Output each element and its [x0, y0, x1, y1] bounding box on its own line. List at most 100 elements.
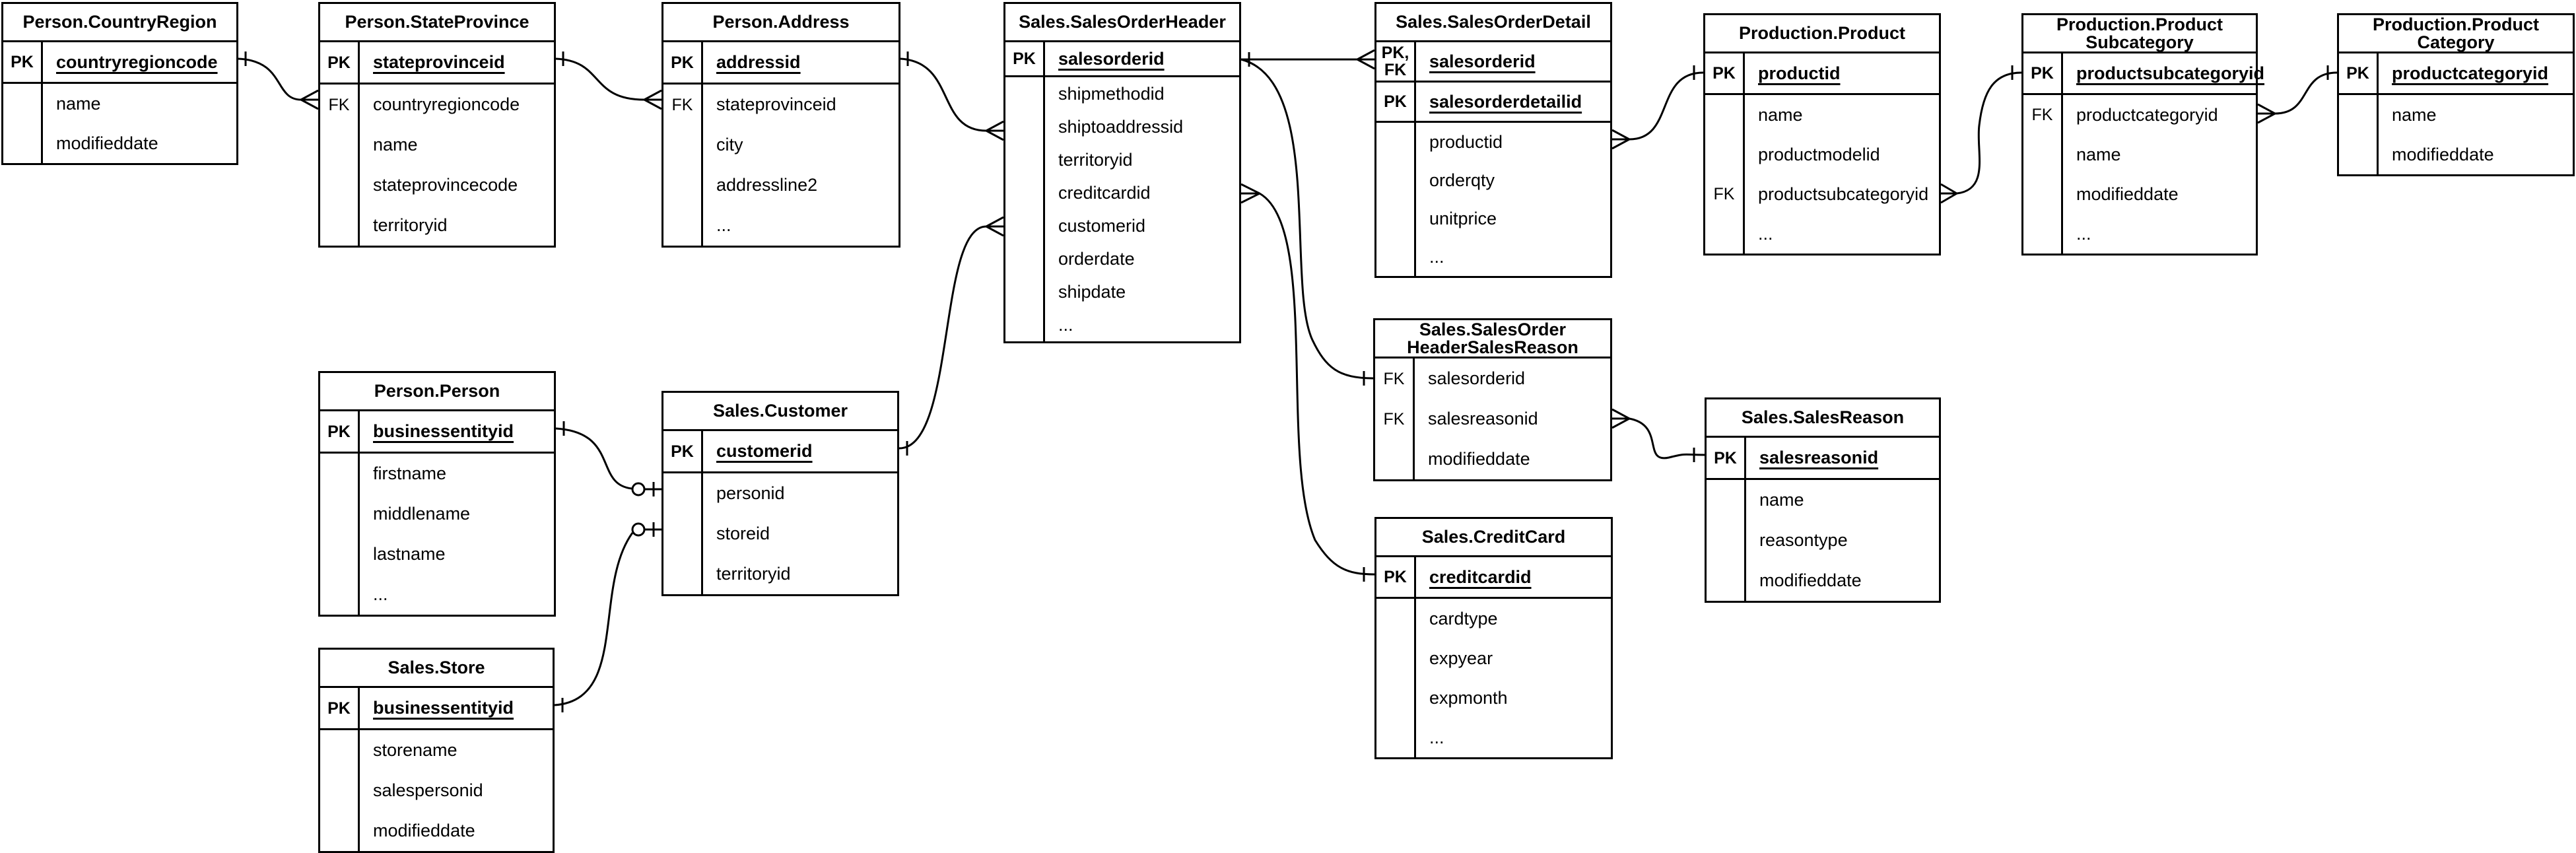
key-label: [1005, 176, 1045, 209]
table-section: PK creditcardid: [1376, 557, 1611, 597]
key-label: [1705, 214, 1745, 254]
key-label: PK: [1707, 438, 1746, 478]
key-label: FK: [320, 85, 360, 125]
field-row: modifieddate: [2023, 174, 2256, 214]
field-name: modifieddate: [2392, 144, 2494, 164]
field-row: ...: [1005, 308, 1239, 341]
key-label: [663, 165, 703, 205]
field-name: lastname: [373, 544, 446, 564]
field-name: reasontype: [1759, 530, 1848, 550]
rel-product-productsubcategory: [1940, 65, 2022, 204]
table-title: Person.Person: [320, 373, 554, 411]
field-name: territoryid: [1058, 149, 1133, 170]
field-name: modifieddate: [2076, 184, 2179, 204]
key-label: [2023, 174, 2063, 214]
field-name: modifieddate: [373, 821, 475, 840]
key-label: [320, 494, 360, 534]
field-name: salesreasonid: [1428, 409, 1538, 428]
field-name: territoryid: [373, 215, 448, 235]
field-row: territoryid: [1005, 143, 1239, 176]
key-label: [1005, 110, 1045, 143]
key-label: [320, 205, 360, 246]
field-row: modifieddate: [320, 811, 553, 851]
key-label: PK: [1705, 53, 1745, 93]
key-label: PK: [1376, 557, 1416, 597]
field-row: customerid: [1005, 209, 1239, 242]
field-name: name: [2076, 144, 2121, 164]
field-name: name: [1758, 104, 1803, 125]
key-label: [320, 730, 360, 770]
field-name: customerid: [716, 441, 813, 461]
field-row: modifieddate: [2339, 135, 2573, 174]
field-row: ...: [1376, 238, 1610, 276]
rel-productsubcategory-productcategory: [2257, 65, 2338, 124]
field-name: expyear: [1429, 648, 1493, 668]
key-label: [320, 454, 360, 494]
key-label: [1705, 95, 1745, 135]
key-label: [1005, 275, 1045, 308]
field-name: productcategoryid: [2076, 104, 2218, 125]
key-label: FK: [1705, 174, 1745, 214]
key-label: [1376, 238, 1416, 276]
table-title: Production.Product: [1705, 15, 1939, 53]
field-row: expyear: [1376, 638, 1611, 678]
key-label: [663, 473, 703, 514]
rel-salesorderheader-headersalesreason: [1240, 58, 1374, 386]
field-name: ...: [1058, 314, 1073, 335]
field-row: ...: [320, 574, 554, 615]
field-name: productcategoryid: [2392, 63, 2549, 83]
field-row: firstname: [320, 454, 554, 494]
field-row: creditcardid: [1005, 176, 1239, 209]
field-name: unitprice: [1429, 208, 1497, 228]
rel-salesorderheader-creditcard: [1240, 183, 1375, 582]
field-name: salesorderdetailid: [1429, 91, 1582, 112]
field-name: countryregioncode: [56, 51, 218, 72]
field-name: customerid: [1058, 215, 1146, 236]
key-label: [1376, 678, 1416, 718]
field-name: creditcardid: [1429, 566, 1532, 587]
field-name: modifieddate: [56, 133, 158, 153]
key-label: [320, 574, 360, 615]
field-name: ...: [373, 584, 388, 604]
field-name: storeid: [716, 524, 770, 543]
rel-store-customer: [554, 522, 661, 712]
key-label: [320, 770, 360, 811]
field-row: orderdate: [1005, 242, 1239, 275]
key-label: [1707, 561, 1746, 601]
field-name: modifieddate: [1428, 449, 1530, 469]
rel-salesorderheader-salesorderdetail: [1241, 49, 1375, 70]
field-row: ...: [2023, 214, 2256, 254]
key-label: PK: [320, 411, 360, 452]
field-row: lastname: [320, 534, 554, 574]
rel-headersalesreason-salesreason: [1611, 408, 1705, 462]
field-name: storename: [373, 740, 458, 760]
key-label: [1005, 209, 1045, 242]
key-label: PK, FK: [1376, 42, 1416, 81]
key-label: FK: [663, 85, 703, 125]
key-label: [663, 554, 703, 594]
